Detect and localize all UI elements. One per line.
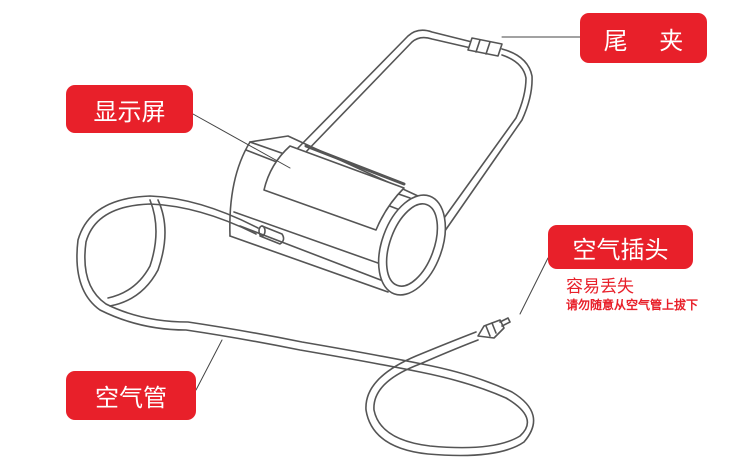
leader-lines <box>192 36 581 391</box>
air-plug-label: 空气插头 <box>548 225 693 269</box>
tail-clip-label: 尾 夹 <box>580 13 707 63</box>
air-hose-label: 空气管 <box>66 371 196 420</box>
tail-clip-loop <box>295 29 533 239</box>
display-screen-label: 显示屏 <box>66 85 193 133</box>
display-screen <box>263 144 406 231</box>
cuff-hose-connector <box>258 225 285 245</box>
air-hose <box>76 195 535 457</box>
plug-warning-text: 容易丢失 <box>566 277 634 297</box>
tail-clip <box>467 37 503 57</box>
air-plug <box>477 317 511 339</box>
plug-instruction-text: 请勿随意从空气管上拔下 <box>566 298 699 312</box>
